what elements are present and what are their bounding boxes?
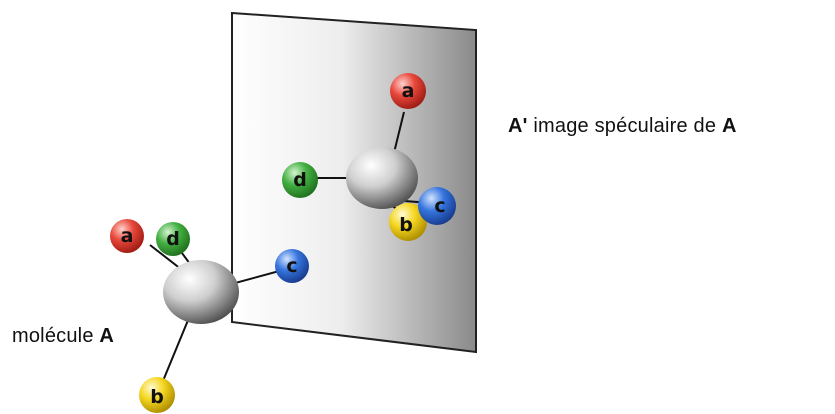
atom-c-label: c [286, 255, 297, 277]
molecule-a-caption: molécule A [12, 325, 114, 348]
molecule-a-caption-text: molécule [12, 325, 94, 347]
atom-d-prime-label: d [293, 169, 307, 191]
molecule-a-prime: a d b c [282, 73, 456, 241]
atom-c-prime-label: c [434, 195, 445, 217]
atom-b: b [139, 377, 175, 413]
mirror-image-caption-name: A' [508, 115, 528, 137]
atom-b-prime: b [389, 203, 427, 241]
atom-d-label: d [166, 228, 180, 250]
atom-d-prime: d [282, 162, 318, 198]
atom-c-prime: c [418, 187, 456, 225]
mirror-image-caption-ref: A [721, 115, 737, 137]
atom-d: d [156, 222, 190, 256]
atom-a-label: a [121, 225, 134, 247]
atom-b-prime-label: b [399, 214, 413, 236]
atom-c: c [275, 249, 309, 283]
atom-a: a [110, 219, 144, 253]
molecule-a: a d c b [110, 219, 309, 413]
mirror-image-caption-text: image spéculaire de [533, 115, 717, 137]
atom-center [163, 260, 239, 324]
mirror-image-caption: A' image spéculaire de A [508, 115, 737, 138]
atom-center-prime [346, 147, 418, 209]
atom-a-prime-label: a [402, 80, 415, 102]
molecule-a-caption-name: A [99, 325, 115, 347]
atom-a-prime: a [390, 73, 426, 109]
atom-b-label: b [150, 386, 164, 408]
